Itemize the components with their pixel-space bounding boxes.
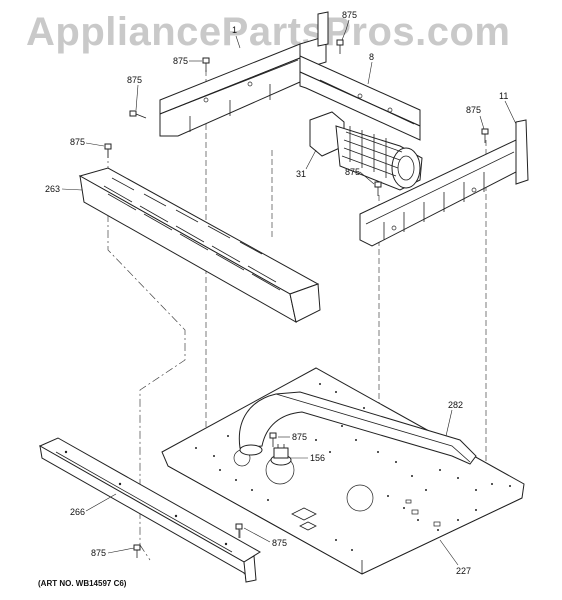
- part-156-thermostat: [270, 444, 292, 466]
- leader-lines: [61, 19, 517, 566]
- callout-875: 875: [70, 137, 85, 147]
- screw-icon: [235, 523, 243, 538]
- callout-875: 875: [292, 432, 307, 442]
- screw-icon: [269, 432, 277, 447]
- screw-icon: [481, 128, 489, 143]
- callout-875: 875: [466, 105, 481, 115]
- part-11-side-bracket: [359, 119, 529, 247]
- screw-icon: [374, 181, 382, 196]
- callout-282: 282: [448, 400, 463, 410]
- screw-icon: [202, 57, 210, 72]
- callout-875: 875: [91, 548, 106, 558]
- part-263-vent-trim: [78, 167, 321, 323]
- part-8-back-rail: [299, 55, 421, 141]
- callout-875: 875: [345, 167, 360, 177]
- callout-156: 156: [310, 453, 325, 463]
- part-31-cooling-fan-motor: [309, 111, 423, 191]
- callout-8: 8: [369, 52, 374, 62]
- callout-266: 266: [70, 507, 85, 517]
- callout-875: 875: [272, 538, 287, 548]
- part-282-duct: [238, 391, 477, 465]
- screws-875: [104, 39, 489, 558]
- callout-31: 31: [296, 169, 306, 179]
- callout-875: 875: [127, 75, 142, 85]
- callout-875: 875: [342, 10, 357, 20]
- callout-1: 1: [232, 25, 237, 35]
- screw-icon: [104, 143, 112, 158]
- callout-11: 11: [499, 91, 508, 101]
- callout-875: 875: [173, 56, 188, 66]
- screw-icon: [133, 544, 141, 558]
- watermark: AppliancePartsPros.com: [26, 10, 511, 54]
- callout-labels: 1 875 875 8 875 875 11 875 263 31 875 28…: [45, 10, 508, 576]
- callout-263: 263: [45, 184, 60, 194]
- screw-icon: [129, 110, 147, 119]
- art-number: (ART NO. WB14597 C6): [38, 579, 127, 588]
- screw-icon: [336, 39, 344, 54]
- callout-227: 227: [456, 566, 471, 576]
- part-266-lower-trim: [38, 437, 261, 583]
